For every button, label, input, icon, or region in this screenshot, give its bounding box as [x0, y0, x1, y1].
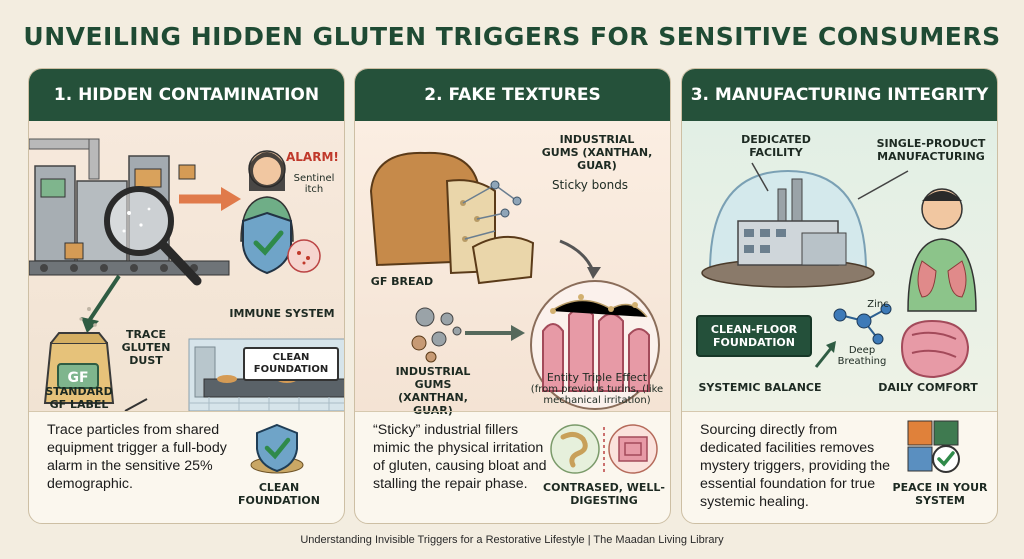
shield-check-icon [250, 423, 304, 474]
entity-triple-effect-label: Entity Triple Effect [546, 371, 648, 384]
dedicated-facility-label: DEDICATED FACILITY [741, 133, 811, 159]
page-title: UNVEILING HIDDEN GLUTEN TRIGGERS FOR SEN… [23, 22, 1001, 51]
panel-body-text: Trace particles from shared equipment tr… [47, 422, 227, 492]
footer-caption: Understanding Invisible Triggers for a R… [300, 534, 724, 546]
contamination-illustration: ALARM! Sentinel itch IMMUNE SYSTEM TRACE… [29, 121, 344, 411]
gf-badge: GF [57, 363, 99, 389]
panel-manufacturing-integrity: 3. MANUFACTURING INTEGRITY [681, 68, 998, 524]
industrial-gums-top-label: INDUSTRIAL GUMS (XANTHAN, GUAR) [541, 133, 653, 172]
panel-heading: 2. FAKE TEXTURES [355, 69, 670, 121]
systemic-balance-label: SYSTEMIC BALANCE [698, 381, 822, 394]
panel-fake-textures: 2. FAKE TEXTURES [354, 68, 671, 524]
deep-breathing-label: Deep Breathing [837, 345, 887, 367]
alarm-label: ALARM! [286, 150, 339, 164]
contrased-badge: CONTRASED, WELL-DIGESTING [543, 481, 665, 507]
panel-divider [682, 411, 997, 412]
panel-divider [355, 411, 670, 412]
dome-factory-icon [701, 162, 977, 379]
zinc-label: Zinc [867, 299, 889, 310]
panel-divider [29, 411, 344, 412]
sentinel-itch-label: Sentinel itch [293, 173, 335, 195]
panel-body-text: “Sticky” industrial fillers mimic the ph… [373, 422, 547, 492]
single-product-label: SINGLE-PRODUCT MANUFACTURING [876, 137, 986, 163]
sticky-bonds-label: Sticky bonds [551, 178, 629, 192]
panel-heading: 3. MANUFACTURING INTEGRITY [682, 69, 997, 121]
clean-foundation-sign: CLEAN FOUNDATION [243, 347, 339, 381]
gf-bread-label: GF BREAD [370, 275, 434, 288]
puzzle-check-icon [907, 420, 960, 473]
clean-foundation-badge: CLEAN FOUNDATION [238, 481, 320, 507]
trace-gluten-dust-label: TRACE GLUTEN DUST [121, 328, 171, 367]
panel-hidden-contamination: 1. HIDDEN CONTAMINATION [28, 68, 345, 524]
gut-contrast-icon [550, 424, 658, 474]
industrial-gums-bottom-label: INDUSTRIAL GUMS (XANTHAN, GUAR) [395, 365, 471, 417]
standard-gf-label: STANDARD GF LABEL [45, 385, 113, 411]
immune-system-label: IMMUNE SYSTEM [229, 307, 335, 320]
gf-bread-gums-icon [369, 151, 660, 410]
entity-triple-effect-sub: (from previous turins, (like mechanical … [530, 384, 664, 406]
daily-comfort-label: DAILY COMFORT [878, 381, 978, 394]
peace-badge: PEACE IN YOUR SYSTEM [892, 481, 988, 507]
textures-illustration: INDUSTRIAL GUMS (XANTHAN, GUAR) Sticky b… [355, 121, 670, 417]
panel-body-text: Sourcing directly from dedicated facilit… [700, 422, 891, 510]
clean-floor-foundation-box: CLEAN-FLOOR FOUNDATION [696, 315, 812, 357]
panel-heading: 1. HIDDEN CONTAMINATION [29, 69, 344, 121]
manufacturing-illustration: DEDICATED FACILITY SINGLE-PRODUCT MANUFA… [682, 121, 997, 411]
